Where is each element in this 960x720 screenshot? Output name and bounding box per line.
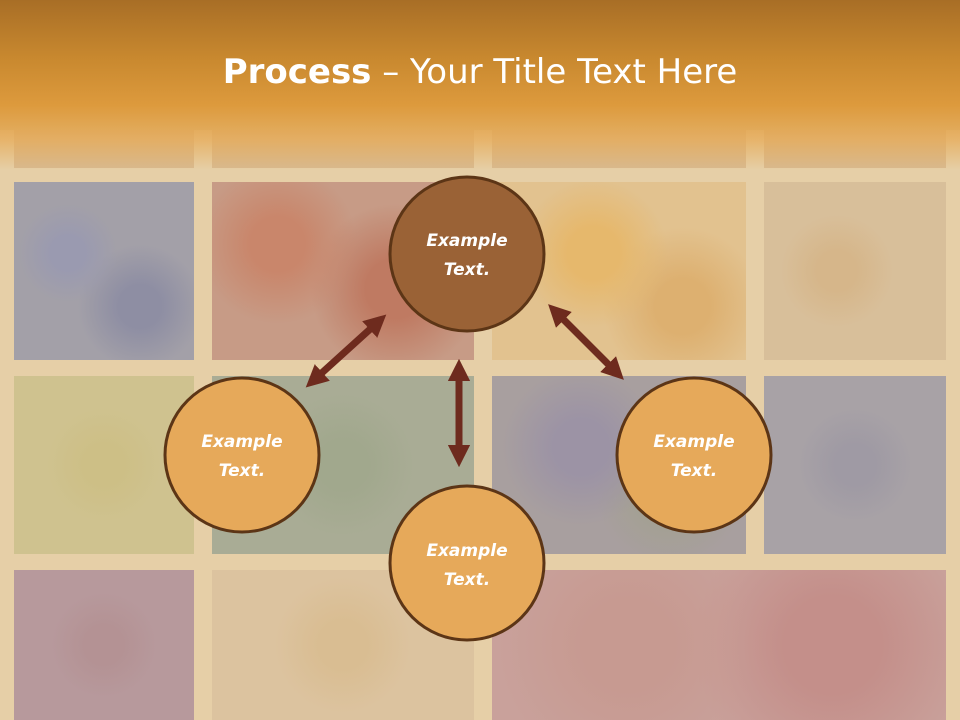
- node-right-line1: Example: [653, 432, 734, 452]
- node-top: Example Text.: [388, 175, 546, 333]
- arrow-top-left: [305, 314, 387, 388]
- tray-divider: [0, 130, 14, 720]
- node-left-line1: Example: [201, 432, 282, 452]
- node-top-circle: [388, 175, 546, 333]
- node-left: Example Text.: [163, 376, 321, 534]
- title-bold: Process: [222, 52, 372, 92]
- node-top-line2: Text.: [444, 260, 490, 280]
- title-rest: – Your Title Text Here: [371, 52, 738, 92]
- node-bottom: Example Text.: [388, 484, 546, 642]
- node-left-line2: Text.: [219, 461, 265, 481]
- node-bottom-line1: Example: [426, 541, 507, 561]
- herb-compartment: [764, 182, 946, 360]
- tray-divider: [946, 130, 960, 720]
- arrow-top-right: [548, 304, 624, 380]
- node-left-circle: [163, 376, 321, 534]
- node-bottom-line2: Text.: [444, 570, 490, 590]
- herb-compartment: [14, 182, 194, 360]
- slide-title: Process – Your Title Text Here: [0, 52, 960, 92]
- herb-compartment: [14, 570, 194, 720]
- herb-compartment: [492, 570, 946, 720]
- title-band: [0, 0, 960, 170]
- node-right-line2: Text.: [671, 461, 717, 481]
- node-top-line1: Example: [426, 231, 507, 251]
- herb-compartment: [14, 376, 194, 554]
- node-right: Example Text.: [615, 376, 773, 534]
- herb-compartment: [764, 376, 946, 554]
- node-bottom-circle: [388, 484, 546, 642]
- node-right-circle: [615, 376, 773, 534]
